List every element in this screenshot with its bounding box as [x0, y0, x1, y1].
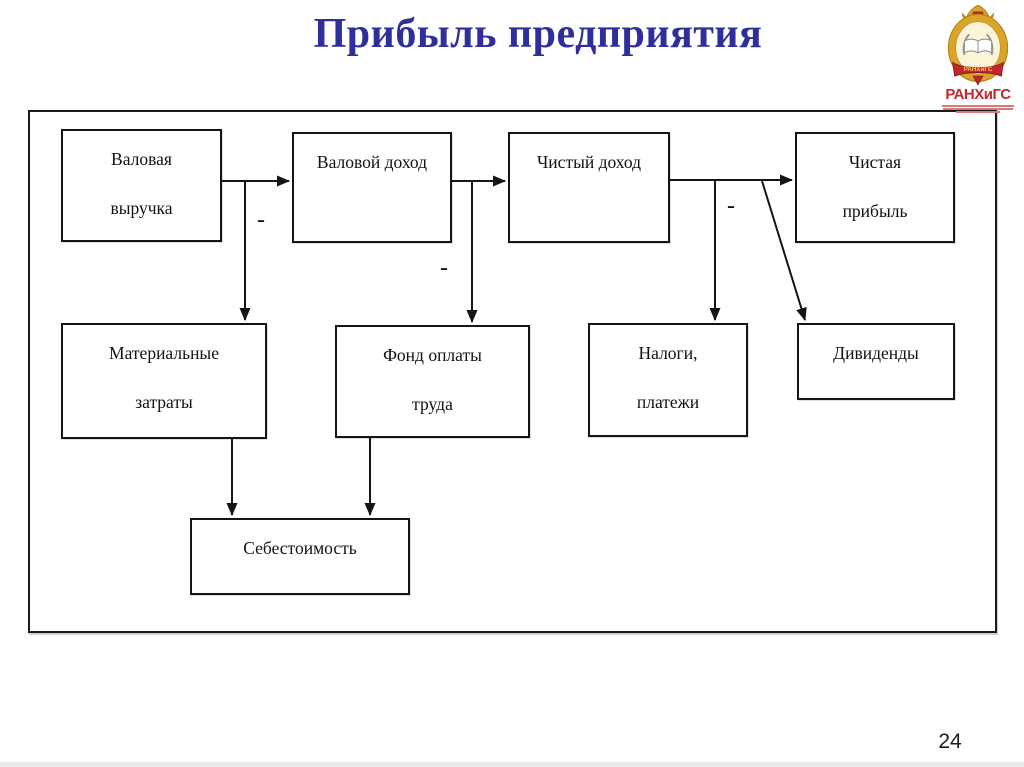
bottom-bar	[0, 762, 1024, 767]
box-net-income: Чистый доход	[508, 132, 670, 243]
logo-subtext-line	[956, 111, 1000, 113]
box-label-line: выручка	[110, 198, 173, 218]
box-label-line: Чистая	[848, 152, 902, 172]
box-label-line: труда	[412, 394, 453, 414]
minus-sign-material-costs: -	[257, 207, 265, 233]
box-label-line: прибыль	[842, 201, 908, 221]
box-taxes-payments: Налоги, платежи	[588, 323, 748, 437]
ranepa-logo: РАНХиГС РАНХиГС	[938, 4, 1018, 114]
box-label-line: Фонд оплаты	[383, 345, 482, 365]
box-label-line: Материальные	[109, 343, 219, 363]
ranepa-logo-text: РАНХиГС	[945, 86, 1011, 103]
box-label-line: Налоги,	[638, 343, 698, 363]
box-label-line: Чистый доход	[536, 152, 642, 172]
box-gross-income: Валовой доход	[292, 132, 452, 243]
box-cost-price: Себестоимость	[190, 518, 410, 595]
box-label-line: Дивиденды	[833, 343, 919, 363]
box-net-profit: Чистая прибыль	[795, 132, 955, 243]
box-label-line: затраты	[135, 392, 193, 412]
logo-subtext-line	[942, 105, 1014, 107]
logo-subtext-line	[943, 108, 1013, 110]
page-number: 24	[938, 730, 962, 753]
page-title: Прибыль предприятия	[313, 11, 763, 57]
ranepa-logo-subtext	[938, 105, 1018, 113]
ranepa-emblem-icon: РАНХиГС	[947, 4, 1009, 86]
box-gross-revenue: Валовая выручка	[61, 129, 222, 242]
minus-sign-payroll-fund: -	[440, 255, 448, 281]
box-label-line: Валовой доход	[316, 152, 428, 172]
box-label-line: платежи	[636, 392, 700, 412]
box-label-line: Валовая	[111, 149, 172, 169]
box-payroll-fund: Фонд оплаты труда	[335, 325, 530, 438]
emblem-ribbon-text: РАНХиГС	[964, 66, 993, 73]
box-dividends: Дивиденды	[797, 323, 955, 400]
minus-sign-taxes-payments: -	[727, 193, 735, 219]
box-label-line: Себестоимость	[243, 538, 357, 558]
box-material-costs: Материальные затраты	[61, 323, 267, 439]
